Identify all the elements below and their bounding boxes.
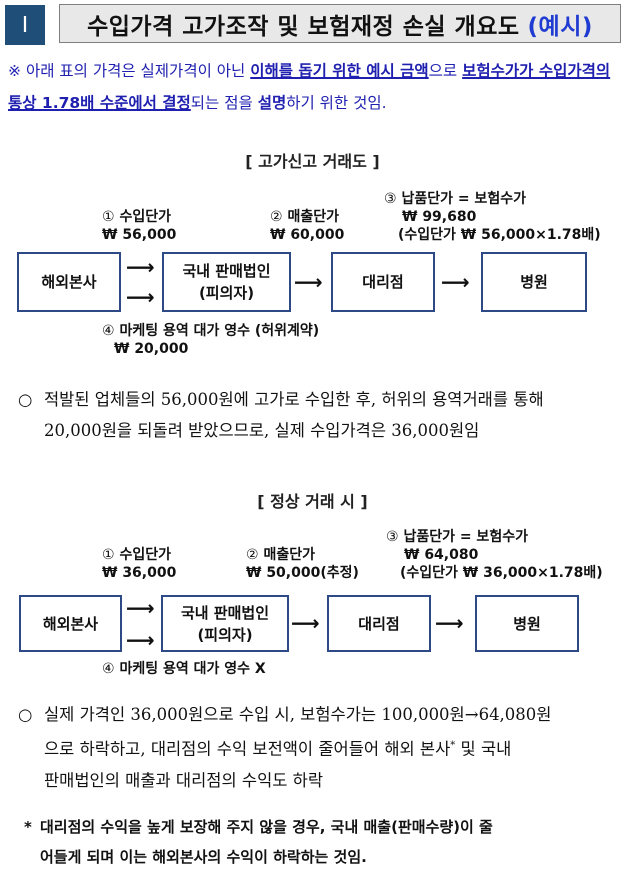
normal-supply-price-calc: (수입단가 ₩ 36,000×1.78배) — [400, 565, 603, 581]
normal-supply-price-label: ③ 납품단가 = 보험수가 ₩ 64,080 (수입단가 ₩ 36,000×1.… — [386, 529, 603, 581]
note-text-1: 아래 표의 가격은 실제가격이 아닌 — [25, 62, 251, 80]
box-agency: 대리점 — [331, 252, 435, 312]
footnote: *대리점의 수익을 높게 보장해 주지 않을 경우, 국내 매출(판매수량)이 … — [24, 812, 622, 872]
explanatory-note: ※ 아래 표의 가격은 실제가격이 아닌 이해를 돕기 위한 예시 금액으로 보… — [8, 55, 620, 119]
arrow-icon: ⟶ — [126, 596, 155, 620]
box-overseas-hq: 해외본사 — [17, 252, 121, 312]
arrow-icon: ⟶ — [294, 270, 323, 294]
high-marketing-fee-label: ④ 마케팅 용역 대가 영수 (허위계약) ₩ 20,000 — [102, 323, 320, 357]
arrow-icon: ⟶ — [126, 255, 155, 279]
note-emphasis-2: 보험수가가 수입가격의 통상 1.78배 수준에서 결정 — [8, 62, 611, 112]
note-text-3: 되는 점을 — [190, 94, 258, 112]
footnote-star: * — [24, 818, 32, 836]
normal-marketing-fee-label: ④ 마케팅 용역 대가 영수 X — [102, 661, 266, 677]
high-import-price-label: ① 수입단가 ₩ 56,000 — [102, 209, 177, 243]
note-text-2: 으로 — [428, 62, 463, 80]
box-domestic-sales-corp: 국내 판매법인 (피의자) — [161, 595, 289, 652]
high-supply-price-value: ₩ 99,680 — [402, 209, 477, 225]
box-domestic-sales-corp: 국내 판매법인 (피의자) — [162, 252, 291, 312]
high-marketing-fee-value: ₩ 20,000 — [114, 341, 189, 357]
box-agency: 대리점 — [327, 595, 431, 652]
arrow-icon: ⟶ — [435, 611, 464, 635]
page-title: 수입가격 고가조작 및 보험재정 손실 개요도 (예시) — [59, 4, 621, 43]
normal-import-price-value: ₩ 36,000 — [102, 565, 177, 581]
arrow-icon: ⟶ — [291, 611, 320, 635]
note-mark: ※ — [8, 62, 21, 80]
note-emphasis-3: 설명 — [257, 94, 287, 112]
high-supply-price-calc: (수입단가 ₩ 56,000×1.78배) — [398, 227, 601, 243]
high-sales-price-value: ₩ 60,000 — [270, 227, 345, 243]
arrow-icon: ⟶ — [441, 270, 470, 294]
diagram-high-title: [ 고가신고 거래도 ] — [245, 152, 380, 171]
high-import-price-value: ₩ 56,000 — [102, 227, 177, 243]
footnote-marker: * — [450, 740, 456, 751]
box-hospital: 병원 — [481, 252, 587, 312]
normal-sales-price-label: ② 매출단가 ₩ 50,000(추정) — [246, 547, 359, 581]
diagram-normal-title: [ 정상 거래 시 ] — [257, 492, 368, 511]
title-example-tag: (예시) — [527, 13, 593, 40]
box-hospital: 병원 — [475, 595, 579, 652]
normal-sales-price-value: ₩ 50,000(추정) — [246, 565, 359, 581]
arrow-icon: ⟶ — [126, 285, 155, 309]
bullet-icon: ○ — [18, 705, 33, 724]
section-number-badge: Ⅰ — [5, 5, 45, 45]
title-text: 수입가격 고가조작 및 보험재정 손실 개요도 — [87, 13, 520, 40]
paragraph-normal-explanation: ○실제 가격인 36,000원으로 수입 시, 보험수가는 100,000원→6… — [18, 699, 618, 796]
high-sales-price-label: ② 매출단가 ₩ 60,000 — [270, 209, 345, 243]
normal-import-price-label: ① 수입단가 ₩ 36,000 — [102, 547, 177, 581]
note-emphasis-1: 이해를 돕기 위한 예시 금액 — [250, 62, 429, 80]
note-text-4: 하기 위한 것임. — [286, 94, 387, 112]
arrow-icon: ⟶ — [126, 628, 155, 652]
box-overseas-hq: 해외본사 — [19, 595, 122, 652]
paragraph-high-explanation: ○적발된 업체들의 56,000원에 고가로 수입한 후, 허위의 용역거래를 … — [18, 384, 618, 446]
bullet-icon: ○ — [18, 390, 33, 409]
high-supply-price-label: ③ 납품단가 = 보험수가 ₩ 99,680 (수입단가 ₩ 56,000×1.… — [384, 191, 601, 243]
normal-supply-price-value: ₩ 64,080 — [404, 547, 479, 563]
